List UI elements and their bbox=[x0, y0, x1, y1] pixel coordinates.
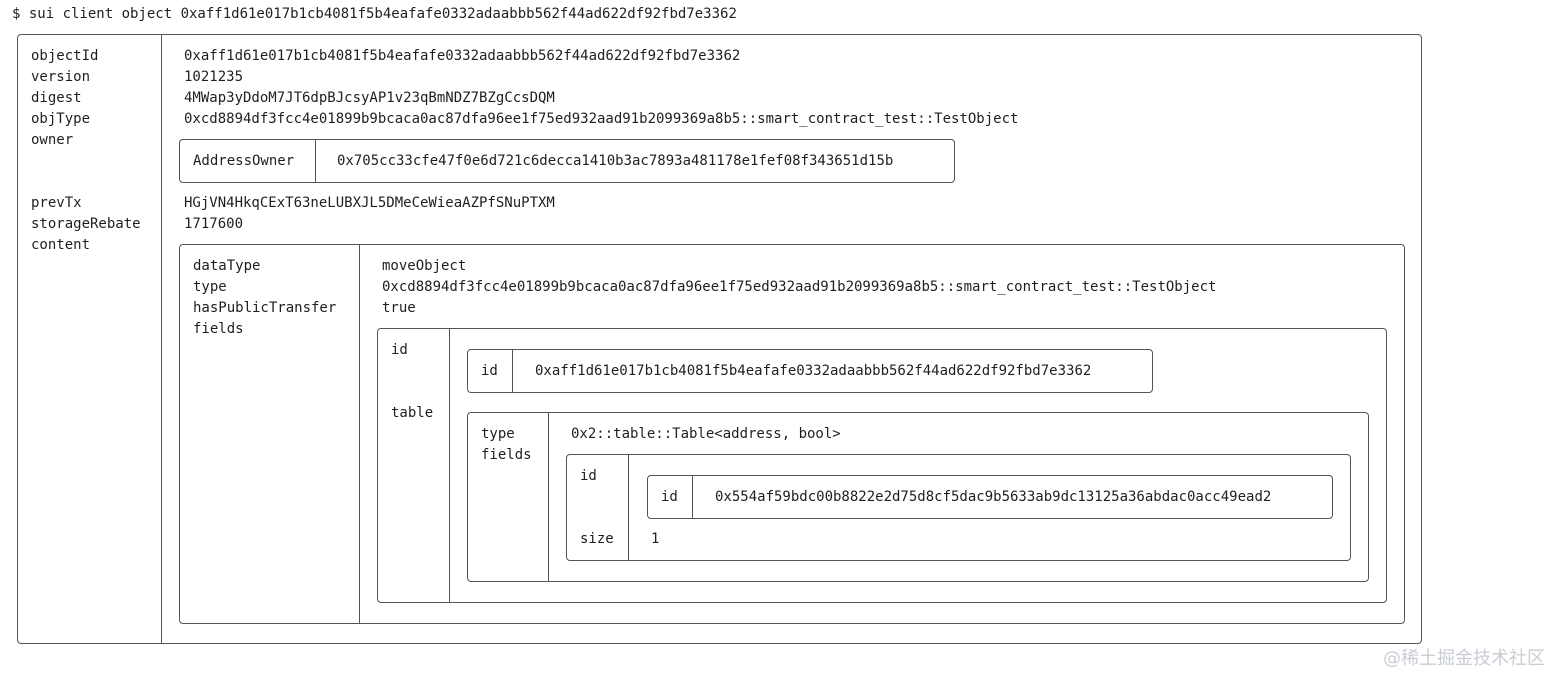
key-storageRebate: storageRebate bbox=[31, 216, 141, 232]
fields-id-table: id 0xaff1d61e017b1cb4081f5b4eafafe0332ad… bbox=[467, 349, 1153, 393]
content-key-hasPublicTransfer: hasPublicTransfer bbox=[193, 300, 337, 316]
key-prevTx: prevTx bbox=[31, 195, 82, 211]
value-prevTx: HGjVN4HkqCExT63neLUBXJL5DMeCeWieaAZPfSNu… bbox=[184, 195, 555, 211]
value-objType: 0xcd8894df3fcc4e01899b9bcaca0ac87dfa96ee… bbox=[184, 111, 1019, 127]
value-version: 1021235 bbox=[184, 69, 244, 85]
watermark: @稀土掘金技术社区 bbox=[1383, 648, 1545, 669]
table-key-fields: fields bbox=[481, 447, 532, 463]
table-fields-key-size: size bbox=[580, 531, 614, 547]
value-storageRebate: 1717600 bbox=[184, 216, 244, 232]
value-digest: 4MWap3yDdoM7JT6dpBJcsyAP1v23qBmNDZ7BZgCc… bbox=[184, 90, 555, 106]
fields-key-id: id bbox=[391, 342, 408, 358]
table-fields-id-divider bbox=[692, 476, 693, 518]
fields-table-divider bbox=[449, 329, 450, 602]
content-table: dataType type hasPublicTransfer fields m… bbox=[179, 244, 1405, 624]
object-table: objectId version digest objType owner pr… bbox=[17, 34, 1422, 644]
fields-key-table: table bbox=[391, 405, 434, 421]
key-content: content bbox=[31, 237, 91, 253]
owner-table-divider bbox=[315, 140, 316, 182]
table-table: type fields 0x2::table::Table<address, b… bbox=[467, 412, 1369, 582]
fields-table: id table id 0xaff1d61e017b1cb4081f5b4eaf… bbox=[377, 328, 1387, 603]
owner-table: AddressOwner 0x705cc33cfe47f0e6d721c6dec… bbox=[179, 139, 955, 183]
key-version: version bbox=[31, 69, 91, 85]
object-table-divider bbox=[161, 35, 162, 643]
owner-value: 0x705cc33cfe47f0e6d721c6decca1410b3ac789… bbox=[337, 153, 894, 169]
table-fields-divider bbox=[628, 455, 629, 560]
content-value-hasPublicTransfer: true bbox=[382, 300, 416, 316]
content-value-type: 0xcd8894df3fcc4e01899b9bcaca0ac87dfa96ee… bbox=[382, 279, 1217, 295]
fields-id-key: id bbox=[481, 363, 498, 379]
key-objType: objType bbox=[31, 111, 91, 127]
table-fields-id-key: id bbox=[661, 489, 678, 505]
terminal-command: $ sui client object 0xaff1d61e017b1cb408… bbox=[12, 6, 737, 22]
content-key-dataType: dataType bbox=[193, 258, 261, 274]
content-value-dataType: moveObject bbox=[382, 258, 467, 274]
content-table-divider bbox=[359, 245, 360, 623]
value-objectId: 0xaff1d61e017b1cb4081f5b4eafafe0332adaab… bbox=[184, 48, 741, 64]
table-key-type: type bbox=[481, 426, 515, 442]
table-fields-table: id size id 0x554af59bdc00b8822e2d75d8cf5… bbox=[566, 454, 1351, 561]
table-fields-id-table: id 0x554af59bdc00b8822e2d75d8cf5dac9b563… bbox=[647, 475, 1333, 519]
key-digest: digest bbox=[31, 90, 82, 106]
table-fields-id-value: 0x554af59bdc00b8822e2d75d8cf5dac9b5633ab… bbox=[715, 489, 1272, 505]
table-fields-key-id: id bbox=[580, 468, 597, 484]
key-objectId: objectId bbox=[31, 48, 99, 64]
key-owner: owner bbox=[31, 132, 74, 148]
table-fields-value-size: 1 bbox=[651, 531, 660, 547]
table-value-type: 0x2::table::Table<address, bool> bbox=[571, 426, 841, 442]
content-key-fields: fields bbox=[193, 321, 244, 337]
content-key-type: type bbox=[193, 279, 227, 295]
fields-id-divider bbox=[512, 350, 513, 392]
owner-key: AddressOwner bbox=[193, 153, 295, 169]
table-table-divider bbox=[548, 413, 549, 581]
fields-id-value: 0xaff1d61e017b1cb4081f5b4eafafe0332adaab… bbox=[535, 363, 1092, 379]
